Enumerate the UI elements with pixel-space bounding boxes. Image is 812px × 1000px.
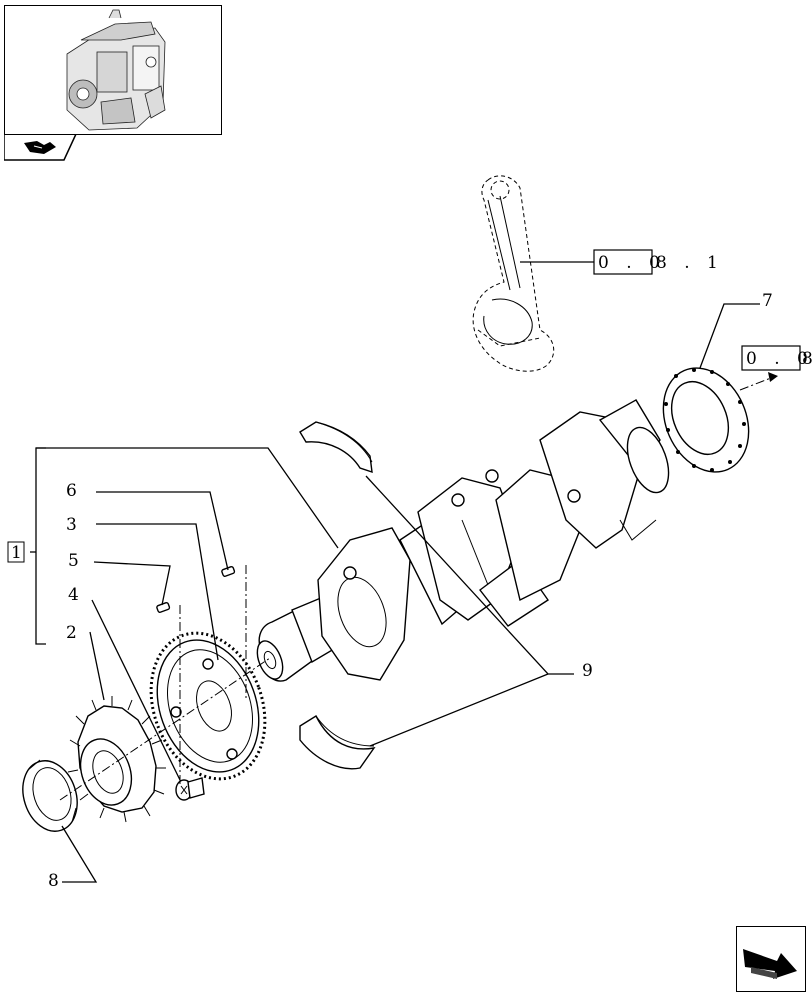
crankshaft-gear — [67, 696, 166, 823]
svg-text:1: 1 — [11, 543, 22, 563]
reference-connecting-rod[interactable]: 0 . 0 8 . 1 — [593, 249, 724, 275]
callout-2[interactable]: 2 — [66, 623, 77, 643]
callout-5[interactable]: 5 — [68, 551, 79, 571]
next-page-button[interactable] — [736, 926, 806, 992]
book-tab[interactable] — [4, 134, 84, 162]
callout-8[interactable]: 8 — [48, 871, 59, 891]
callout-6[interactable]: 6 — [66, 481, 77, 501]
reference-rear-seal[interactable]: 0 . 0 8 — [741, 345, 812, 371]
next-page-arrow-icon — [743, 949, 797, 979]
open-book-icon — [4, 134, 77, 161]
svg-text:0 . 0: 0 . 0 — [598, 253, 666, 273]
engine-thumbnail-icon — [66, 9, 166, 131]
bearing-shell-lower — [299, 714, 376, 770]
callout-7[interactable]: 7 — [762, 291, 773, 311]
engine-thumbnail[interactable] — [4, 5, 222, 135]
crankshaft — [256, 399, 670, 682]
svg-text:8: 8 — [802, 349, 812, 369]
svg-text:0 . 0: 0 . 0 — [746, 349, 812, 369]
svg-text:8 . 1: 8 . 1 — [656, 253, 724, 273]
callout-4[interactable]: 4 — [68, 585, 79, 605]
callout-3[interactable]: 3 — [66, 515, 77, 535]
front-seal — [22, 759, 78, 832]
rear-seal-ring — [662, 367, 750, 473]
bearing-shell-upper — [299, 421, 373, 474]
callout-1[interactable]: 1 — [7, 541, 25, 563]
callout-9[interactable]: 9 — [582, 661, 593, 681]
connecting-rod-reference — [472, 175, 555, 372]
tone-wheel — [149, 631, 267, 781]
screw-4 — [175, 777, 205, 801]
